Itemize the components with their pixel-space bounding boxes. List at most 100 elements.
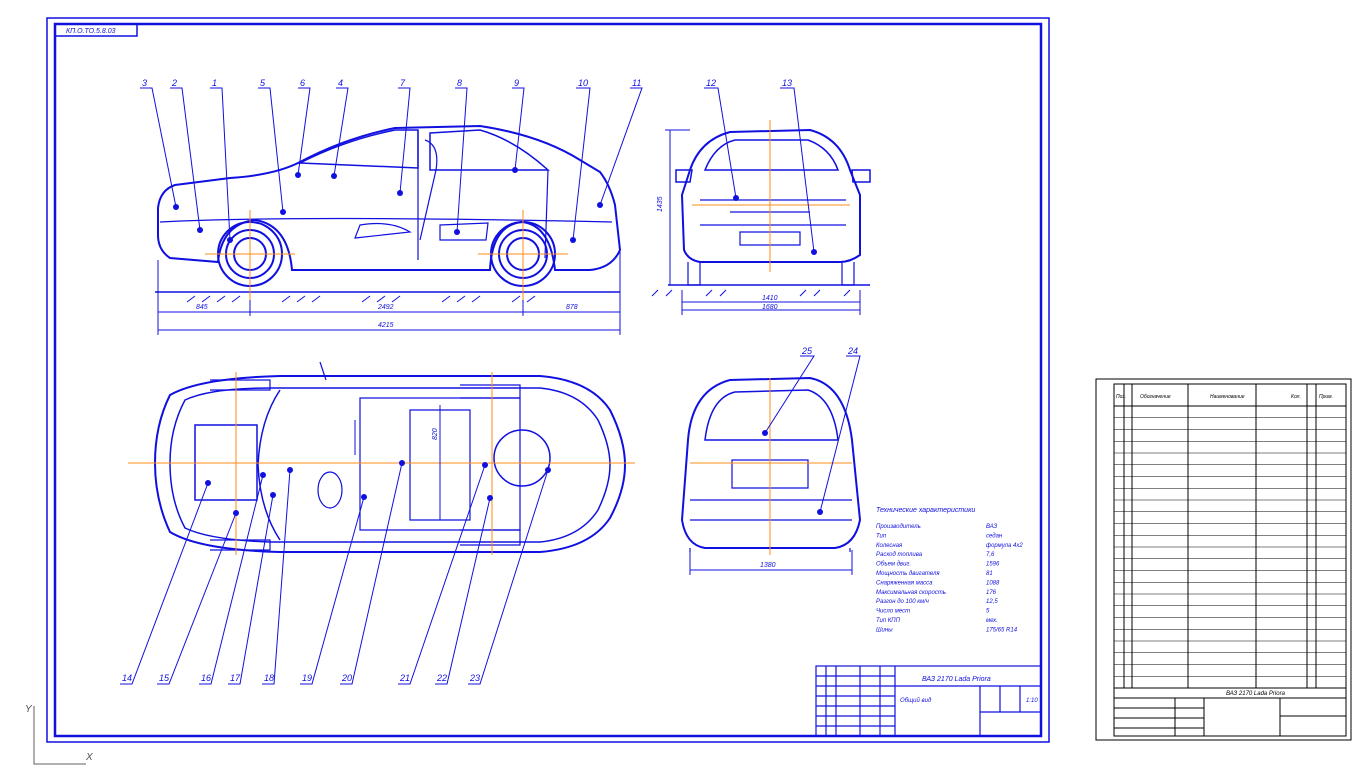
spec-value: 175/65 R14 bbox=[986, 627, 1018, 633]
spec-label: Разгон до 100 км/ч bbox=[876, 599, 929, 605]
callout-2: 2 bbox=[171, 78, 177, 88]
title-block-scale: 1:10 bbox=[1026, 698, 1038, 704]
callout-10: 10 bbox=[578, 78, 588, 88]
dim-width: 1680 bbox=[762, 304, 778, 311]
dim-floor: 820 bbox=[432, 428, 439, 440]
top-view bbox=[153, 361, 627, 553]
spec-sheet-header: Поз. Обозначение Наименование Кол. Прим. bbox=[1116, 394, 1333, 400]
rear-view bbox=[680, 376, 862, 552]
marker-25 bbox=[762, 430, 768, 436]
side-dimensions bbox=[157, 250, 621, 335]
spec-sheet-footer: ВАЗ 2170 Lada Priora bbox=[1226, 691, 1286, 697]
callout-18: 18 bbox=[264, 673, 274, 683]
spec-label: Число мест bbox=[876, 609, 910, 615]
callout-16: 16 bbox=[201, 673, 211, 683]
marker-24 bbox=[817, 509, 823, 515]
callout-1: 1 bbox=[212, 78, 217, 88]
spec-header-designation: Обозначение bbox=[1140, 394, 1171, 400]
sheet-inner-frame bbox=[53, 22, 1043, 738]
dim-wheelbase: 2492 bbox=[377, 304, 394, 311]
ground-hatch bbox=[186, 295, 536, 303]
spec-label: Максимальная скорость bbox=[876, 590, 946, 596]
spec-sheet bbox=[1095, 378, 1352, 741]
spec-value: формула 4x2 bbox=[986, 543, 1023, 549]
bottom-leader-lines bbox=[120, 462, 549, 685]
bottom-markers bbox=[205, 460, 551, 516]
spec-header-qty: Кол. bbox=[1291, 394, 1301, 400]
callout-6: 6 bbox=[300, 78, 305, 88]
callout-12: 12 bbox=[706, 78, 716, 88]
stamp-code: КП.О.ТО.5.8.03 bbox=[66, 28, 116, 35]
top-view-axes bbox=[128, 372, 635, 555]
callout-24: 24 bbox=[847, 346, 858, 356]
spec-value: 7,6 bbox=[986, 552, 995, 558]
front-view-axes bbox=[692, 120, 850, 272]
marker-13 bbox=[811, 249, 817, 255]
marker-12 bbox=[733, 195, 739, 201]
side-view bbox=[155, 124, 622, 293]
stamp-box bbox=[55, 24, 138, 37]
rear-view-axes bbox=[690, 378, 852, 555]
callout-17: 17 bbox=[230, 673, 241, 683]
spec-sheet-rows bbox=[1114, 417, 1346, 689]
spec-value: 176 bbox=[986, 590, 997, 596]
front-dimensions bbox=[651, 129, 861, 315]
rear-dimensions bbox=[689, 550, 853, 575]
side-leader-lines bbox=[140, 87, 643, 241]
dim-front-track: 1410 bbox=[762, 295, 778, 302]
spec-value: седан bbox=[986, 533, 1003, 539]
spec-header-pos: Поз. bbox=[1116, 394, 1126, 400]
top-dimensions bbox=[354, 405, 441, 520]
title-block-sheet: Общий вид bbox=[900, 697, 932, 704]
callout-9: 9 bbox=[514, 78, 519, 88]
spec-label: Колесная bbox=[876, 543, 903, 549]
spec-value: мех. bbox=[986, 618, 998, 624]
callout-13: 13 bbox=[782, 78, 792, 88]
ucs-y-label: Y bbox=[25, 704, 33, 715]
callout-4: 4 bbox=[338, 78, 343, 88]
dim-height: 1435 bbox=[657, 196, 664, 212]
dim-overall-length: 4215 bbox=[378, 322, 394, 329]
front-view bbox=[668, 128, 871, 286]
callout-7: 7 bbox=[400, 78, 406, 88]
side-markers bbox=[173, 167, 603, 243]
callout-5: 5 bbox=[260, 78, 266, 88]
callout-8: 8 bbox=[457, 78, 462, 88]
ucs-icon bbox=[33, 706, 86, 765]
callout-14: 14 bbox=[122, 673, 132, 683]
callout-21: 21 bbox=[399, 673, 410, 683]
bottom-callout-labels: 14 15 16 17 18 19 20 21 22 23 bbox=[122, 673, 480, 683]
spec-value: ВАЗ bbox=[986, 524, 998, 530]
rear-leader-lines bbox=[764, 355, 861, 513]
title-block bbox=[815, 665, 1042, 737]
spec-label: Шины bbox=[876, 627, 893, 633]
spec-label: Тип КПП bbox=[876, 618, 901, 624]
callout-19: 19 bbox=[302, 673, 312, 683]
spec-label: Снаряженная масса bbox=[876, 580, 933, 586]
spec-value: 81 bbox=[986, 571, 993, 577]
spec-value: 5 bbox=[986, 609, 990, 615]
spec-label: Расход топлива bbox=[876, 552, 923, 558]
callout-22: 22 bbox=[436, 673, 447, 683]
callout-11: 11 bbox=[632, 78, 641, 88]
front-leader-lines bbox=[704, 87, 815, 253]
spec-value: 12,5 bbox=[986, 599, 998, 605]
spec-label: Мощность двигателя bbox=[876, 571, 940, 577]
side-callout-labels: 3 2 1 5 6 4 7 8 9 10 11 bbox=[142, 78, 641, 88]
spec-value: 1088 bbox=[986, 580, 1000, 586]
spec-label: Объем двиг. bbox=[876, 562, 911, 568]
specs-title: Технические характеристики bbox=[876, 507, 975, 514]
callout-20: 20 bbox=[341, 673, 352, 683]
spec-header-note: Прим. bbox=[1319, 394, 1333, 400]
dim-front-overhang: 845 bbox=[196, 304, 208, 311]
callout-25: 25 bbox=[801, 346, 813, 356]
callout-3: 3 bbox=[142, 78, 147, 88]
spec-header-name: Наименование bbox=[1210, 394, 1245, 400]
dim-rear-overhang: 878 bbox=[566, 304, 578, 311]
spec-label: Тип bbox=[876, 533, 887, 539]
spec-value: 1596 bbox=[986, 562, 1000, 568]
title-block-name: ВАЗ 2170 Lada Priora bbox=[922, 676, 991, 683]
side-view-axes bbox=[205, 210, 568, 310]
